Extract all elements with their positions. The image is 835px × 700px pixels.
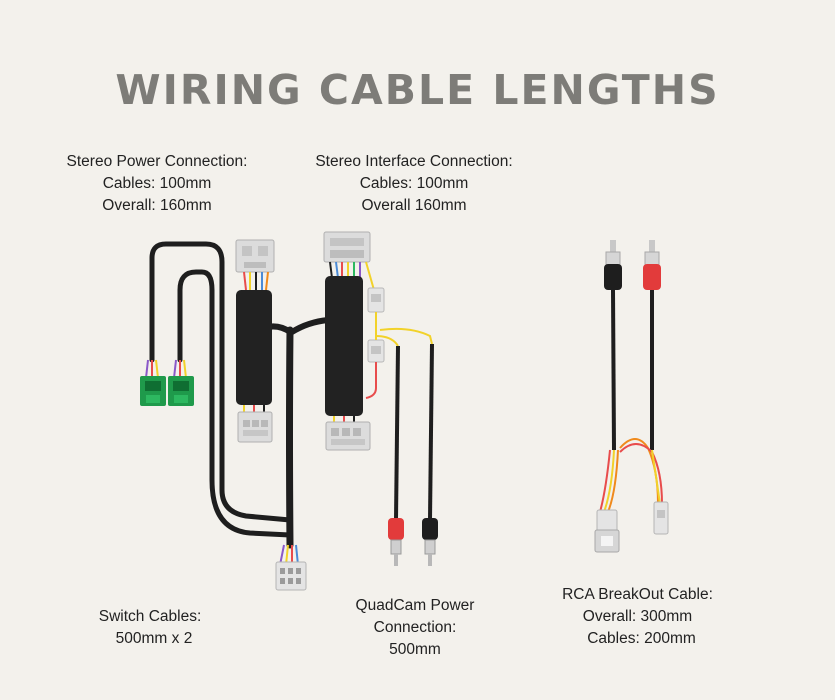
label-stereo-power-line-1: Stereo Power Connection: — [66, 153, 248, 170]
label-quadcam-power-line-3: 500mm — [389, 641, 441, 658]
quadcam-rca-red — [388, 518, 404, 566]
switch-cables — [149, 241, 331, 549]
switch-cable-outer — [149, 241, 293, 523]
switch-bottom-connector — [275, 544, 307, 591]
switch-connector-left — [140, 376, 166, 406]
page-title: WIRING CABLE LENGTHS — [115, 66, 720, 114]
rca-breakout-cable — [594, 240, 669, 553]
switch-leads — [145, 359, 187, 379]
label-switch-cables-line-2: 500mm x 2 — [115, 630, 193, 647]
label-quadcam-power: QuadCam Power Connection: 500mm — [340, 595, 490, 661]
label-rca-breakout: RCA BreakOut Cable: Overall: 300mm Cable… — [545, 584, 730, 650]
label-switch-cables: Switch Cables: 500mm x 2 — [80, 606, 220, 650]
label-stereo-interface-line-1: Stereo Interface Connection: — [315, 153, 513, 170]
label-stereo-interface-line-2: Cables: 100mm — [359, 175, 469, 192]
quadcam-power-cable — [388, 343, 438, 566]
main-trunk — [286, 326, 294, 549]
stereo-power-harness — [235, 239, 275, 443]
label-stereo-power: Stereo Power Connection: Cables: 100mm O… — [52, 151, 262, 217]
quadcam-rca-black — [422, 518, 438, 566]
label-quadcam-power-line-2: Connection: — [373, 619, 457, 636]
label-rca-breakout-line-3: Cables: 200mm — [587, 630, 696, 647]
switch-cable-inner — [177, 269, 293, 538]
label-stereo-interface: Stereo Interface Connection: Cables: 100… — [298, 151, 530, 217]
trunk-branch-right — [289, 317, 331, 335]
label-switch-cables-line-1: Switch Cables: — [98, 608, 202, 625]
label-stereo-power-line-2: Cables: 100mm — [102, 175, 212, 192]
switch-connector-right — [168, 376, 194, 406]
label-stereo-power-line-3: Overall: 160mm — [102, 197, 212, 214]
label-stereo-interface-line-3: Overall 160mm — [361, 197, 467, 214]
stereo-interface-harness — [323, 231, 433, 451]
rca-breakout-connector-right — [653, 501, 669, 535]
label-rca-breakout-line-1: RCA BreakOut Cable: — [562, 586, 713, 603]
label-rca-breakout-line-2: Overall: 300mm — [582, 608, 693, 625]
rca-breakout-plug-red — [643, 240, 661, 290]
rca-breakout-plug-black — [604, 240, 622, 290]
label-quadcam-power-line-1: QuadCam Power — [355, 597, 475, 614]
rca-breakout-connector-left — [594, 509, 620, 553]
